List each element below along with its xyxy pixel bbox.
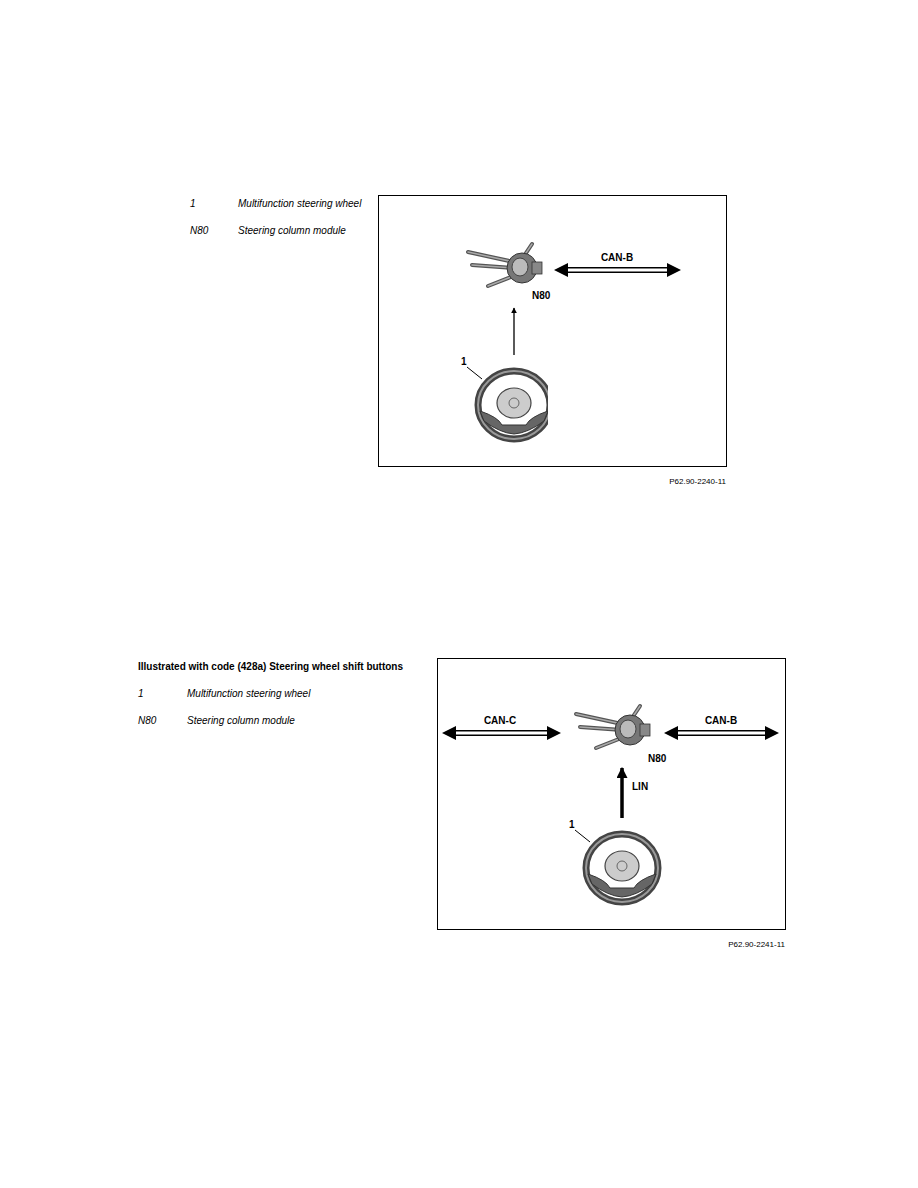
node-outline bbox=[458, 355, 548, 447]
can-b-bus-arrow bbox=[664, 726, 779, 740]
signal-arrow bbox=[513, 308, 514, 355]
component-code: N80 bbox=[648, 753, 666, 765]
module-illustration bbox=[468, 244, 542, 286]
legend-text: Steering column module bbox=[238, 225, 346, 237]
module-illustration bbox=[576, 706, 650, 748]
figure-code: P62.90-2240-11 bbox=[669, 476, 726, 488]
legend-text: Multifunction steering wheel bbox=[238, 198, 361, 210]
legend-key: 1 bbox=[138, 688, 144, 700]
steering-column-module: N80 bbox=[570, 700, 680, 768]
wheel-illustration bbox=[575, 830, 658, 902]
steering-wheel: 1 bbox=[566, 818, 666, 906]
callout-number: 1 bbox=[461, 356, 467, 368]
legend-text: Steering column module bbox=[187, 715, 295, 727]
leader-line bbox=[467, 367, 482, 379]
wheel-illustration bbox=[467, 367, 548, 439]
can-b-bus-arrow bbox=[554, 263, 681, 277]
callout-number: 1 bbox=[569, 819, 575, 831]
bus-name: CAN-B bbox=[705, 715, 737, 727]
component-code: N80 bbox=[532, 290, 550, 302]
steering-wheel: 1 bbox=[458, 355, 548, 447]
node-outline bbox=[566, 818, 666, 906]
figure-code: P62.90-2241-11 bbox=[728, 939, 785, 951]
bus-name: CAN-C bbox=[484, 715, 516, 727]
figure-frame bbox=[379, 196, 727, 467]
legend-key: N80 bbox=[190, 225, 208, 237]
steering-column-module: N80 bbox=[462, 238, 562, 308]
signal-arrow bbox=[620, 768, 624, 818]
leader-line bbox=[575, 830, 590, 842]
can-c-bus-arrow bbox=[442, 726, 561, 740]
figure-frame bbox=[438, 659, 786, 930]
figure-heading: Illustrated with code (428a) Steering wh… bbox=[138, 661, 403, 673]
bus-name: LIN bbox=[632, 781, 648, 793]
legend-text: Multifunction steering wheel bbox=[187, 688, 310, 700]
bus-name: CAN-B bbox=[601, 252, 633, 264]
legend-key: 1 bbox=[190, 198, 196, 210]
legend-key: N80 bbox=[138, 715, 156, 727]
